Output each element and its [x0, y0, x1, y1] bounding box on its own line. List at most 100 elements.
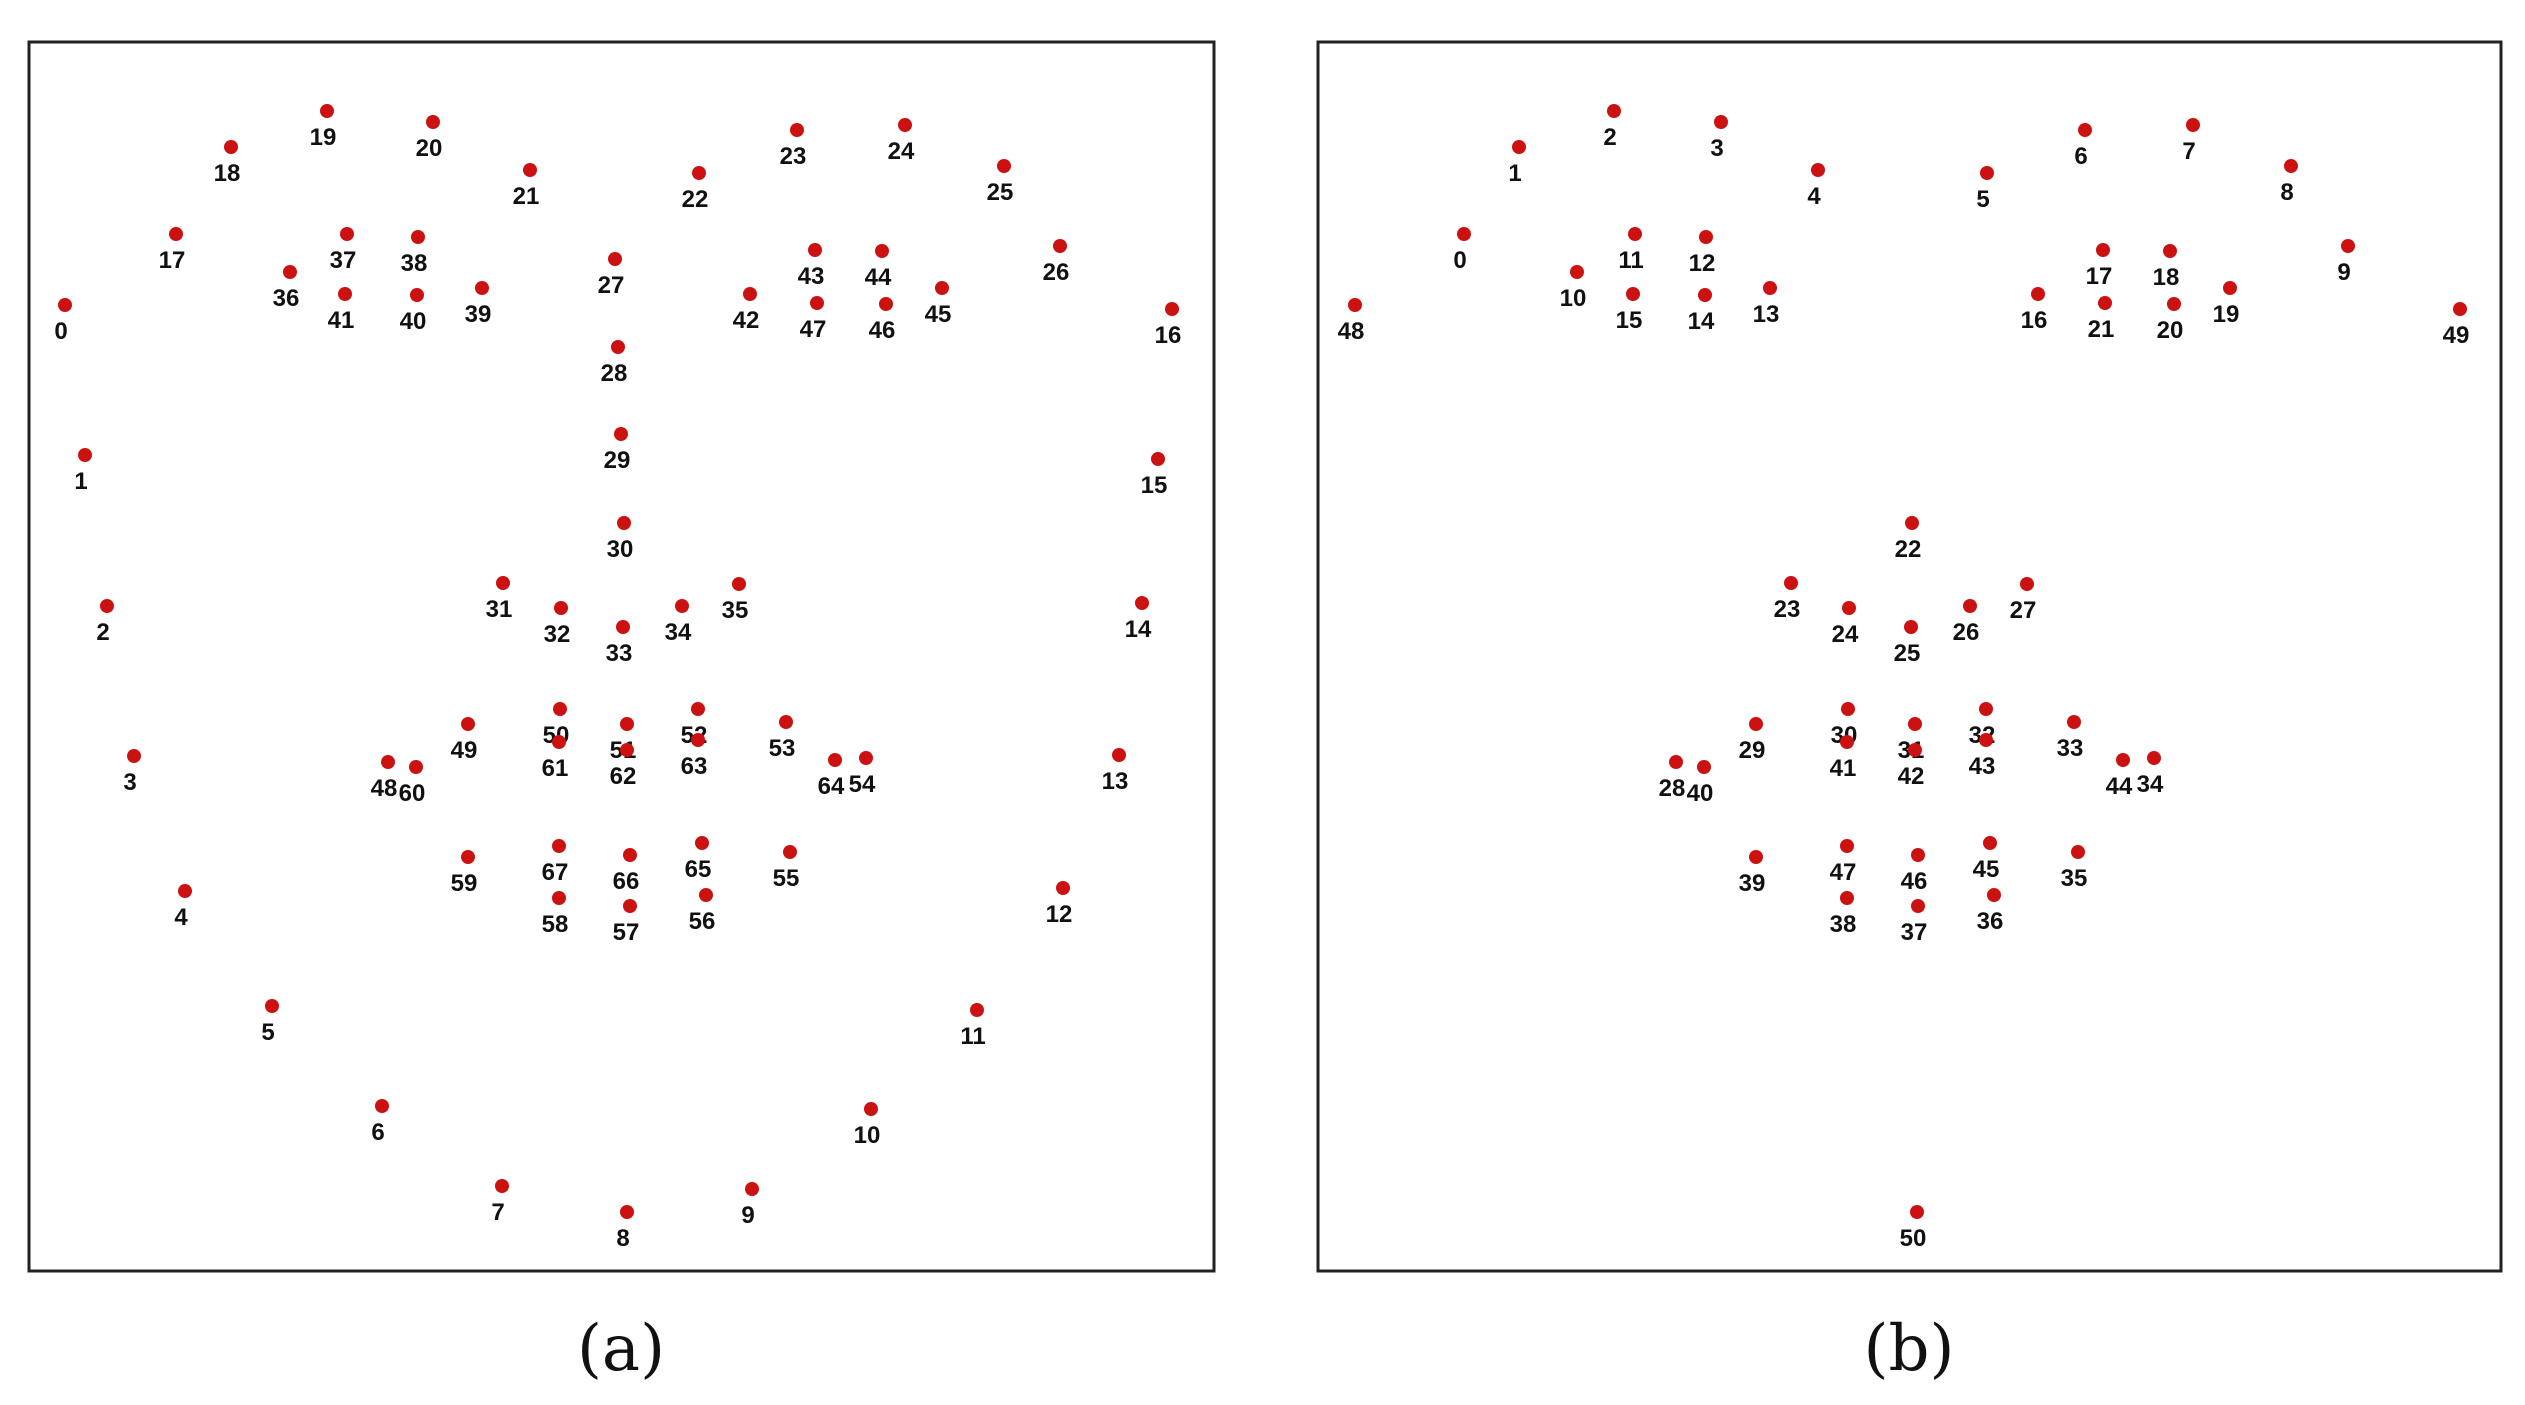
landmark-point	[1904, 620, 1918, 634]
landmark-point	[623, 899, 637, 913]
landmark-label: 5	[1976, 186, 1989, 213]
landmark-point	[1749, 850, 1763, 864]
landmark-point	[2163, 244, 2177, 258]
landmark-label: 31	[486, 596, 513, 623]
landmark-point	[411, 230, 425, 244]
landmark-point	[616, 620, 630, 634]
landmark-label: 41	[328, 307, 355, 334]
landmark-label: 29	[604, 447, 631, 474]
landmark-label: 57	[613, 919, 640, 946]
landmark-point	[810, 296, 824, 310]
landmark-point	[169, 227, 183, 241]
landmark-label: 16	[2021, 307, 2048, 334]
landmark-label: 48	[371, 775, 398, 802]
landmark-label: 24	[888, 138, 915, 165]
landmark-point	[1910, 1205, 1924, 1219]
panel-a-frame	[27, 40, 1216, 1273]
landmark-label: 67	[542, 859, 569, 886]
landmark-point	[699, 888, 713, 902]
landmark-label: 27	[2010, 597, 2037, 624]
landmark-point	[127, 749, 141, 763]
landmark-label: 25	[1894, 640, 1921, 667]
landmark-label: 43	[798, 263, 825, 290]
landmark-point	[340, 227, 354, 241]
landmark-label: 38	[1830, 911, 1857, 938]
landmark-label: 20	[2157, 317, 2184, 344]
landmark-point	[475, 281, 489, 295]
landmark-label: 1	[74, 468, 87, 495]
landmark-label: 18	[214, 160, 241, 187]
landmark-label: 60	[399, 780, 426, 807]
landmark-label: 42	[733, 307, 760, 334]
landmark-label: 35	[2061, 865, 2088, 892]
landmark-point	[1908, 717, 1922, 731]
landmark-point	[375, 1099, 389, 1113]
landmark-point	[898, 118, 912, 132]
landmark-label: 36	[1977, 908, 2004, 935]
landmark-point	[1841, 702, 1855, 716]
landmark-point	[1151, 452, 1165, 466]
landmark-point	[2098, 296, 2112, 310]
landmark-point	[2078, 123, 2092, 137]
landmark-label: 19	[2213, 301, 2240, 328]
landmark-point	[1607, 104, 1621, 118]
landmark-point	[552, 891, 566, 905]
landmark-point	[1911, 848, 1925, 862]
landmark-point	[1570, 265, 1584, 279]
landmark-label: 7	[2182, 138, 2195, 165]
landmark-point	[2186, 118, 2200, 132]
landmark-label: 42	[1898, 763, 1925, 790]
landmark-label: 0	[1453, 247, 1466, 274]
landmark-label: 24	[1832, 621, 1859, 648]
landmark-point	[2071, 845, 2085, 859]
landmark-label: 45	[925, 301, 952, 328]
landmark-label: 44	[865, 264, 892, 291]
landmark-point	[2031, 287, 2045, 301]
landmark-point	[2147, 751, 2161, 765]
landmark-label: 62	[610, 763, 637, 790]
landmark-point	[461, 850, 475, 864]
landmark-point	[2223, 281, 2237, 295]
landmark-label: 65	[685, 856, 712, 883]
landmark-point	[1842, 601, 1856, 615]
landmark-label: 11	[960, 1023, 985, 1050]
landmark-label: 49	[2443, 322, 2470, 349]
landmark-label: 44	[2106, 773, 2133, 800]
landmark-label: 41	[1830, 755, 1857, 782]
landmark-label: 55	[773, 865, 800, 892]
landmark-point	[614, 427, 628, 441]
landmark-label: 7	[491, 1199, 504, 1226]
landmark-point	[1840, 735, 1854, 749]
landmark-label: 25	[987, 179, 1014, 206]
landmark-label: 21	[2088, 316, 2115, 343]
landmark-point	[78, 448, 92, 462]
landmark-label: 32	[544, 621, 571, 648]
panel-b-frame	[1316, 40, 2503, 1273]
landmark-label: 28	[601, 360, 628, 387]
landmark-point	[1697, 760, 1711, 774]
landmark-label: 22	[1895, 536, 1922, 563]
landmark-label: 54	[849, 771, 876, 798]
landmark-point	[265, 999, 279, 1013]
landmark-label: 4	[1807, 183, 1821, 210]
landmark-point	[1714, 115, 1728, 129]
landmark-point	[1699, 230, 1713, 244]
landmark-point	[691, 702, 705, 716]
landmark-point	[58, 298, 72, 312]
landmark-point	[2067, 715, 2081, 729]
landmark-label: 15	[1616, 307, 1643, 334]
landmark-label: 61	[542, 755, 569, 782]
landmark-label: 39	[465, 301, 492, 328]
landmark-point	[1811, 163, 1825, 177]
landmark-label: 35	[722, 597, 749, 624]
landmark-point	[1056, 881, 1070, 895]
landmark-label: 27	[598, 272, 625, 299]
landmark-label: 28	[1659, 775, 1686, 802]
landmark-point	[554, 601, 568, 615]
landmark-point	[879, 297, 893, 311]
landmark-label: 23	[780, 143, 807, 170]
panel-b-caption: (b)	[1864, 1312, 1955, 1386]
landmark-point	[410, 288, 424, 302]
landmark-label: 26	[1043, 259, 1070, 286]
